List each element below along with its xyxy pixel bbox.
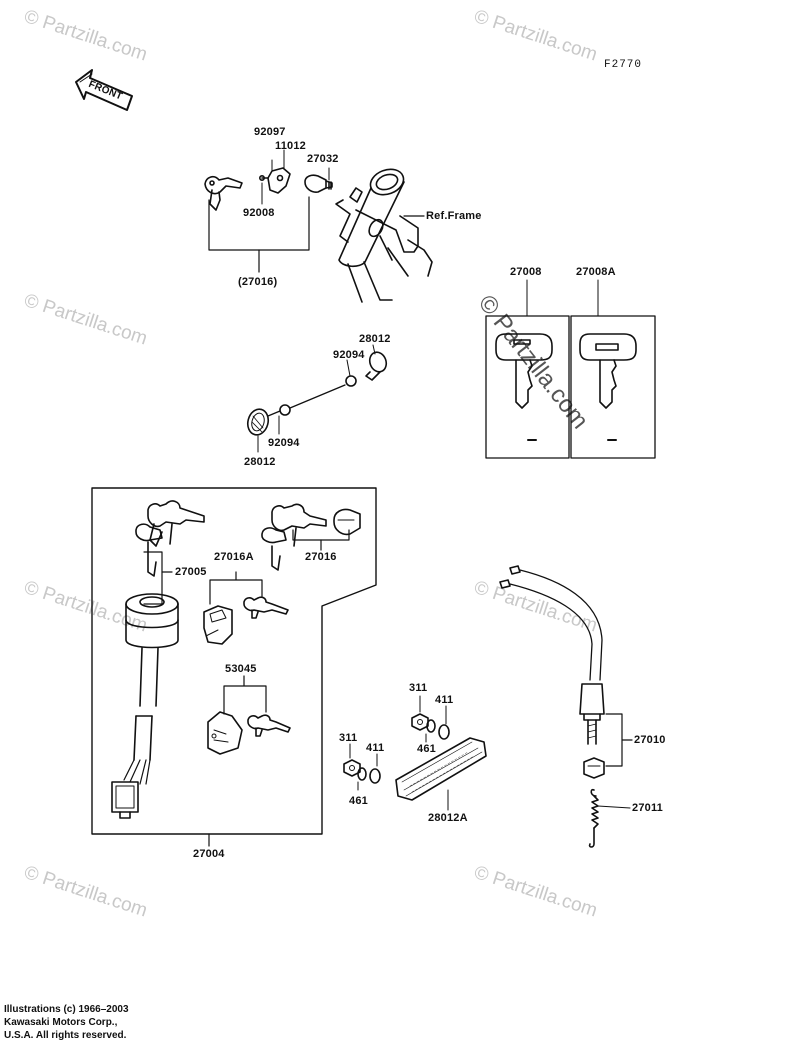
part-label-11012: 11012 bbox=[275, 140, 306, 152]
part-label-411-lower: 411 bbox=[366, 742, 385, 754]
key-card-27008A-icon bbox=[570, 315, 656, 459]
spring-27011-icon bbox=[588, 788, 631, 848]
part-label-28012A: 28012A bbox=[428, 812, 468, 824]
part-label-411-upper: 411 bbox=[435, 694, 454, 706]
part-label-27008: 27008 bbox=[510, 266, 542, 278]
reflector-28012A-icon bbox=[395, 737, 487, 801]
part-label-92008: 92008 bbox=[243, 207, 275, 219]
cap-28012-lower-icon bbox=[246, 408, 270, 436]
switch-27016A-icon bbox=[203, 596, 289, 645]
diagram-code: F2770 bbox=[604, 59, 643, 71]
cap-28012-upper-icon bbox=[365, 351, 388, 381]
washer-92094-lower-icon bbox=[279, 404, 291, 416]
footer-line-2: Kawasaki Motors Corp., bbox=[4, 1017, 118, 1028]
part-label-92097: 92097 bbox=[254, 126, 286, 138]
part-label-92094-lower: 92094 bbox=[268, 437, 300, 449]
part-label-53045: 53045 bbox=[225, 663, 257, 675]
nut-311-lower-icon bbox=[343, 759, 361, 777]
part-label-27016-paren: (27016) bbox=[238, 276, 278, 288]
footer-line-1: Illustrations (c) 1966–2003 bbox=[4, 1004, 129, 1015]
front-arrow-icon bbox=[75, 69, 133, 111]
part-label-27016: 27016 bbox=[305, 551, 337, 563]
part-label-28012-upper: 28012 bbox=[359, 333, 391, 345]
part-label-311-lower: 311 bbox=[339, 732, 358, 744]
washer-461-upper-icon bbox=[426, 719, 436, 733]
washer-92094-upper-icon bbox=[345, 375, 357, 387]
ignition-switch-icon bbox=[125, 593, 179, 707]
part-label-461-upper: 461 bbox=[417, 743, 436, 755]
part-label-27005: 27005 bbox=[175, 566, 207, 578]
washer-461-lower-icon bbox=[357, 767, 367, 781]
frame-head-pipe-icon bbox=[335, 168, 433, 303]
part-label-27032: 27032 bbox=[307, 153, 339, 165]
ref-frame-label: Ref.Frame bbox=[426, 210, 482, 222]
part-label-461-lower: 461 bbox=[349, 795, 368, 807]
nut-311-upper-icon bbox=[411, 713, 429, 731]
washer-411-upper-icon bbox=[438, 724, 450, 740]
part-label-27016A: 27016A bbox=[214, 551, 254, 563]
wire-harness-icon bbox=[123, 715, 153, 785]
kit-27004-boundary bbox=[91, 487, 377, 835]
neutral-switch-27010-icon bbox=[499, 565, 605, 779]
part-label-27004: 27004 bbox=[193, 848, 225, 860]
lock-cylinder-icon bbox=[304, 174, 333, 193]
part-label-27011: 27011 bbox=[632, 802, 663, 814]
connector-icon bbox=[111, 781, 139, 819]
keys-27005-icon bbox=[135, 500, 205, 577]
part-label-92094-upper: 92094 bbox=[333, 349, 365, 361]
washer-411-lower-icon bbox=[369, 768, 381, 784]
part-label-27010: 27010 bbox=[634, 734, 666, 746]
part-label-311-upper: 311 bbox=[409, 682, 428, 694]
footer-line-3: U.S.A. All rights reserved. bbox=[4, 1030, 127, 1041]
part-label-28012-lower: 28012 bbox=[244, 456, 276, 468]
keys-27016-icon bbox=[261, 503, 361, 571]
key-set-upper-icon bbox=[204, 167, 291, 211]
key-card-27008-icon bbox=[485, 315, 570, 459]
copyright-footer: Illustrations (c) 1966–2003 Kawasaki Mot… bbox=[4, 1003, 129, 1042]
part-label-27008A: 27008A bbox=[576, 266, 616, 278]
lock-53045-icon bbox=[207, 711, 291, 755]
